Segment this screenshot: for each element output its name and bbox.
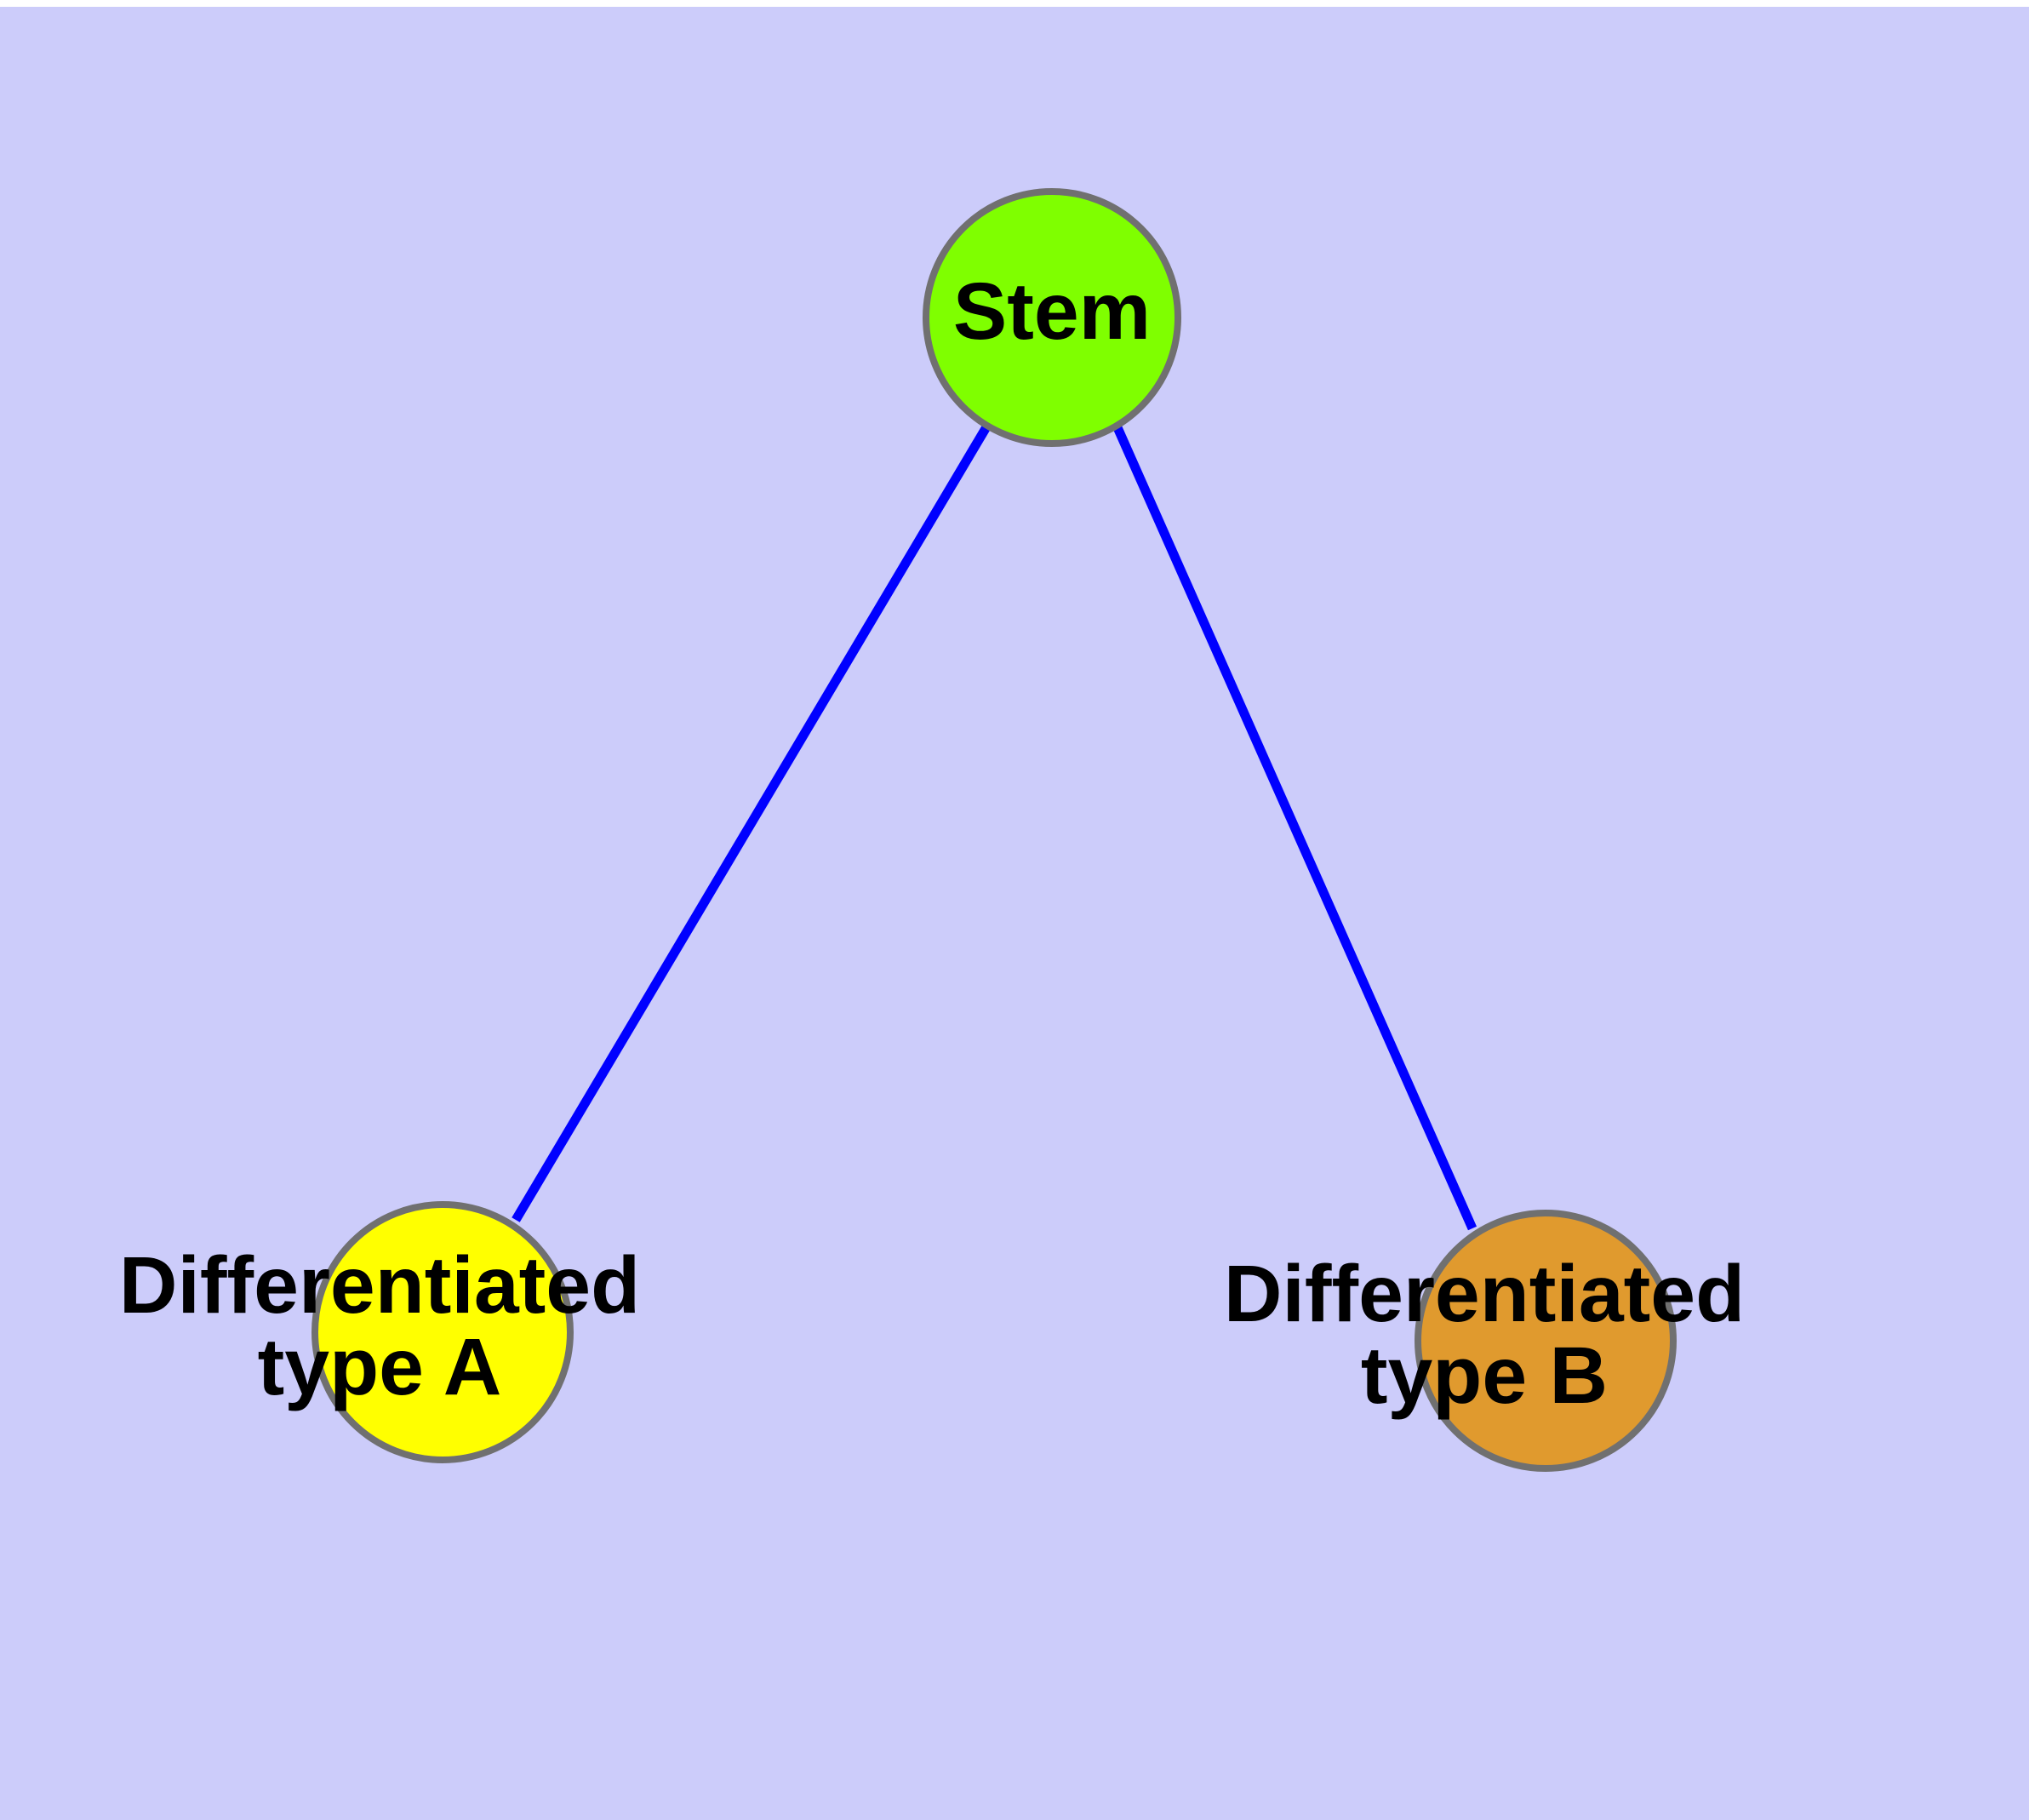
node-label-line: Differentiated [1224,1249,1745,1339]
node-stem[interactable] [923,188,1181,447]
node-label-line: Differentiated [119,1240,640,1331]
nodes-layer [311,188,1677,1472]
node-diff_b[interactable] [1415,1210,1677,1472]
node-label-line: type B [1361,1331,1608,1421]
node-label-line: Stem [953,266,1151,357]
node-label-stem: Stem [953,266,1151,357]
node-diff_a[interactable] [311,1201,574,1463]
edge-stem-to-diff-a[interactable] [512,423,992,1222]
node-label-line: type A [258,1322,502,1412]
edge-stem-to-diff-b[interactable] [1112,423,1477,1231]
edges-layer [512,423,1477,1231]
